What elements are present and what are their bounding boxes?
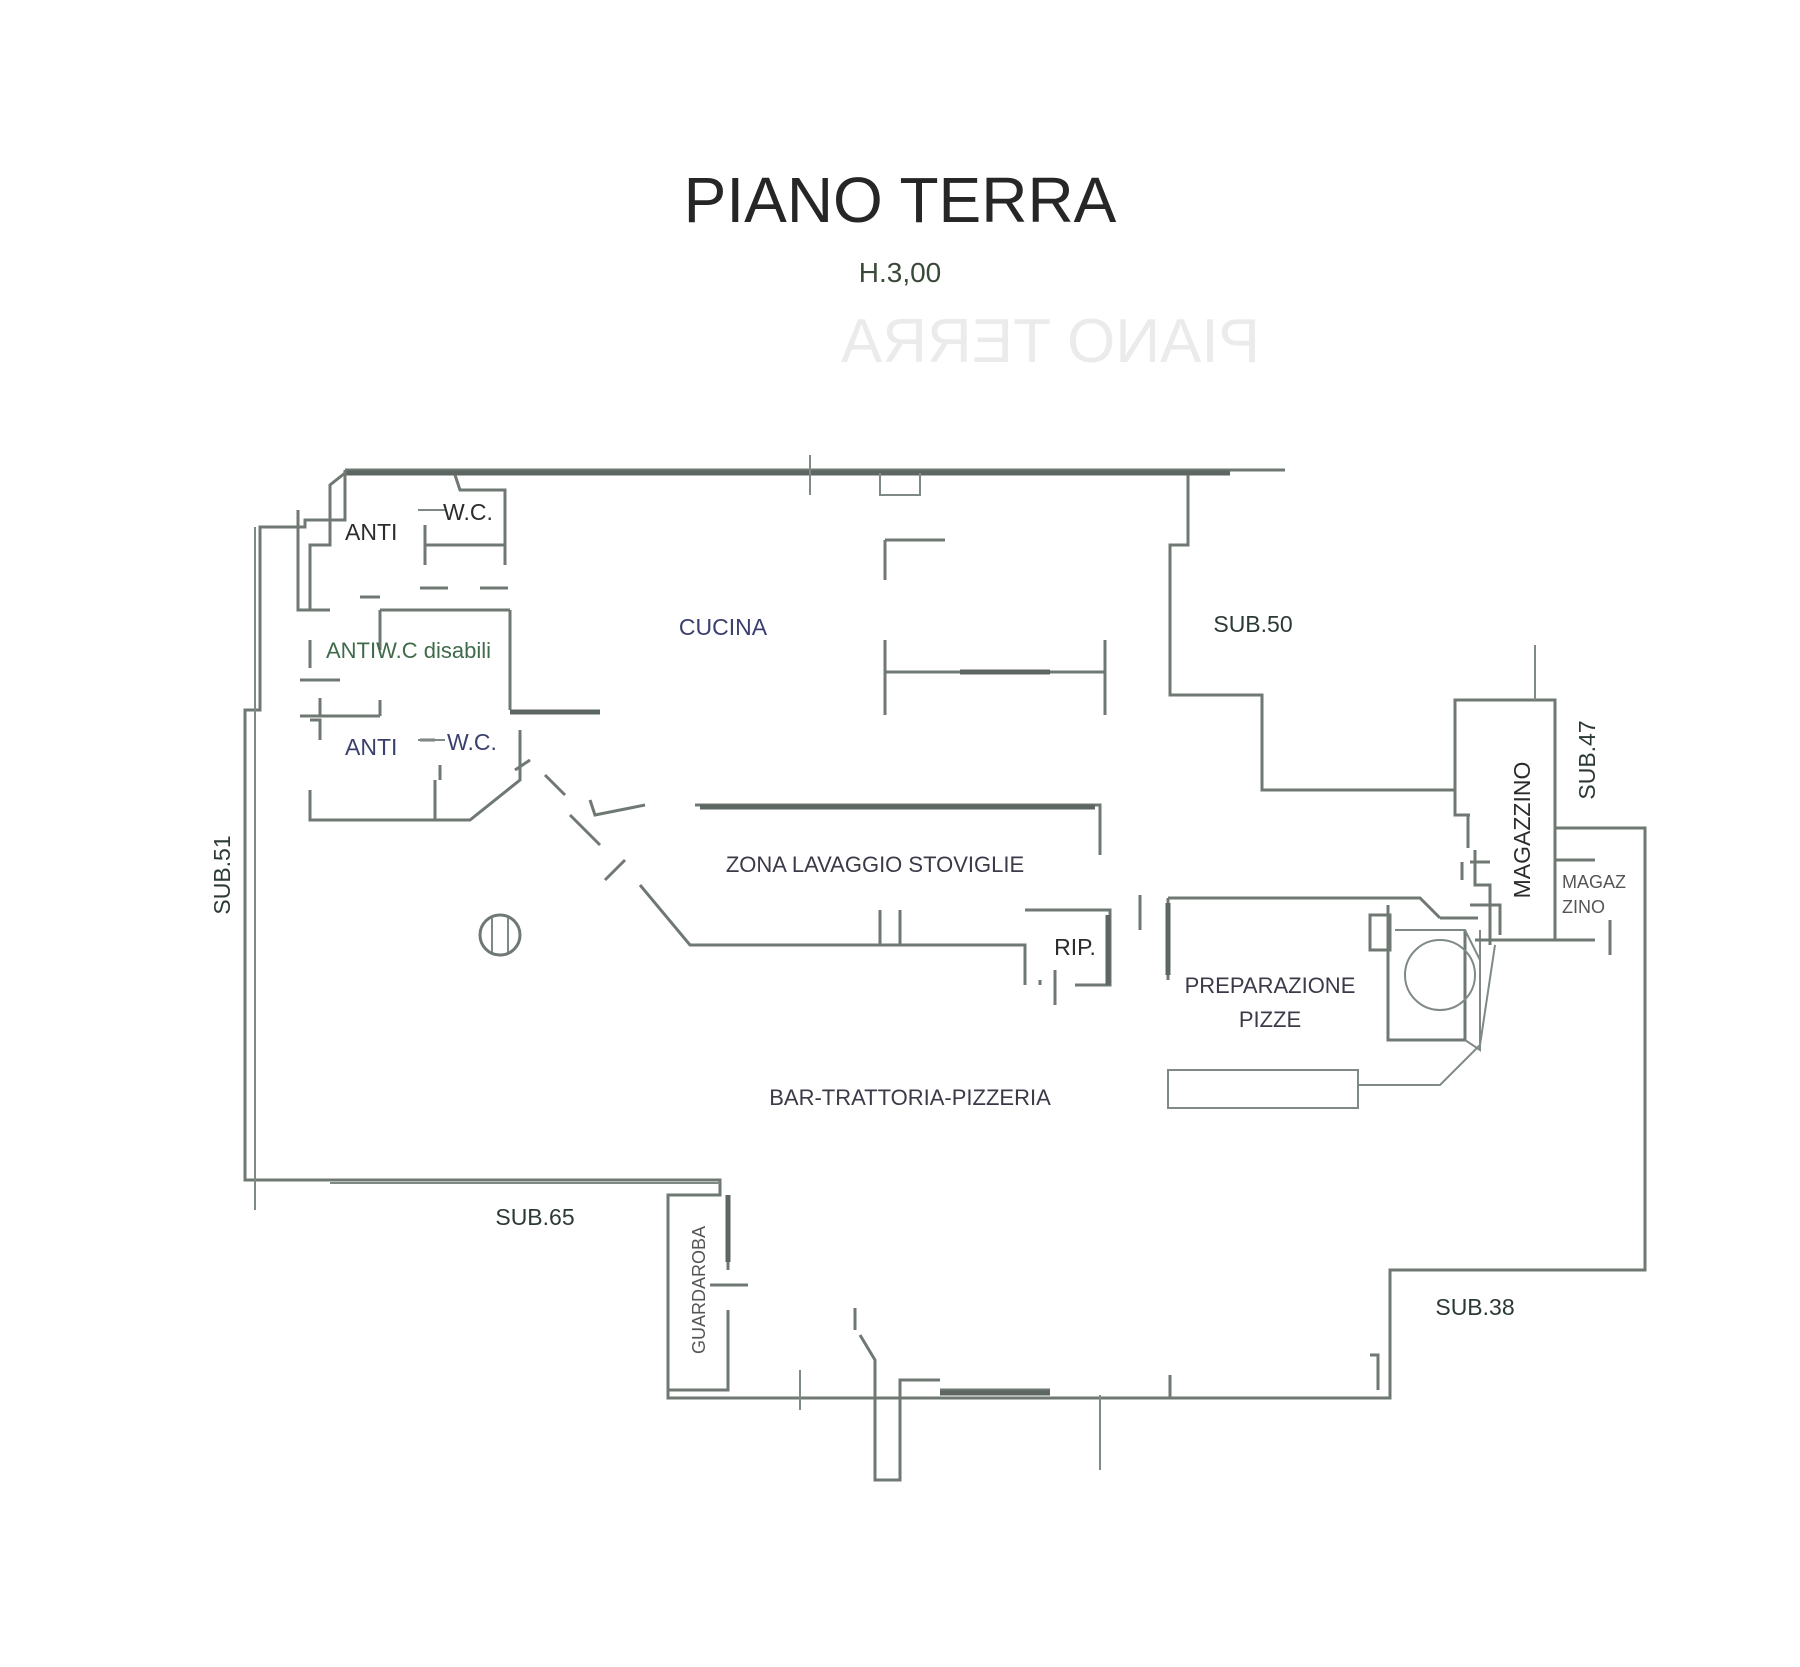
room-label-cucina: CUCINA	[679, 614, 768, 640]
room-label-magazzino-small-1: MAGAZ	[1562, 872, 1626, 892]
kitchen-partitions	[568, 538, 1142, 1005]
label-sub47: SUB.47	[1574, 720, 1600, 799]
room-label-preparazione: PREPARAZIONE	[1185, 973, 1356, 998]
outer-walls	[243, 468, 1647, 1400]
plan-title: PIANO TERRA	[684, 164, 1117, 236]
toilet-block	[296, 471, 600, 822]
svg-text:PIANO TERRA: PIANO TERRA	[840, 307, 1260, 376]
room-labels: ANTI W.C. ANTIW.C disabili ANTI W.C. CUC…	[326, 499, 1626, 1354]
label-sub65: SUB.65	[495, 1204, 574, 1230]
pizza-oven-circle	[1404, 939, 1476, 1011]
neighbour-labels: SUB.50 SUB.47 SUB.51 SUB.65 SUB.38	[209, 611, 1600, 1320]
room-label-rip: RIP.	[1054, 934, 1096, 960]
room-label-zona-lavaggio: ZONA LAVAGGIO STOVIGLIE	[726, 852, 1024, 877]
column	[478, 913, 522, 957]
room-label-magazzino-small-2: ZINO	[1562, 897, 1605, 917]
room-label-magazzino: MAGAZZINO	[1509, 762, 1535, 899]
room-label-anti-wc-disabili: ANTIW.C disabili	[326, 638, 491, 663]
bleed-through-ghost: PIANO TERRA	[840, 307, 1260, 376]
room-label-bar: BAR-TRATTORIA-PIZZERIA	[769, 1085, 1051, 1110]
cloakroom	[668, 455, 1380, 1482]
pizza-prep	[1165, 700, 1612, 1109]
room-label-anti-bottom: ANTI	[345, 734, 397, 760]
label-sub51: SUB.51	[209, 835, 235, 914]
room-label-anti-top: ANTI	[345, 519, 397, 545]
label-sub50: SUB.50	[1213, 611, 1292, 637]
room-label-pizze: PIZZE	[1239, 1007, 1301, 1032]
room-label-wc-top: W.C.	[443, 499, 493, 525]
room-label-guardaroba: GUARDAROBA	[689, 1226, 709, 1354]
label-sub38: SUB.38	[1435, 1294, 1514, 1320]
room-label-wc-bottom: W.C.	[447, 729, 497, 755]
height-label: H.3,00	[859, 257, 942, 288]
